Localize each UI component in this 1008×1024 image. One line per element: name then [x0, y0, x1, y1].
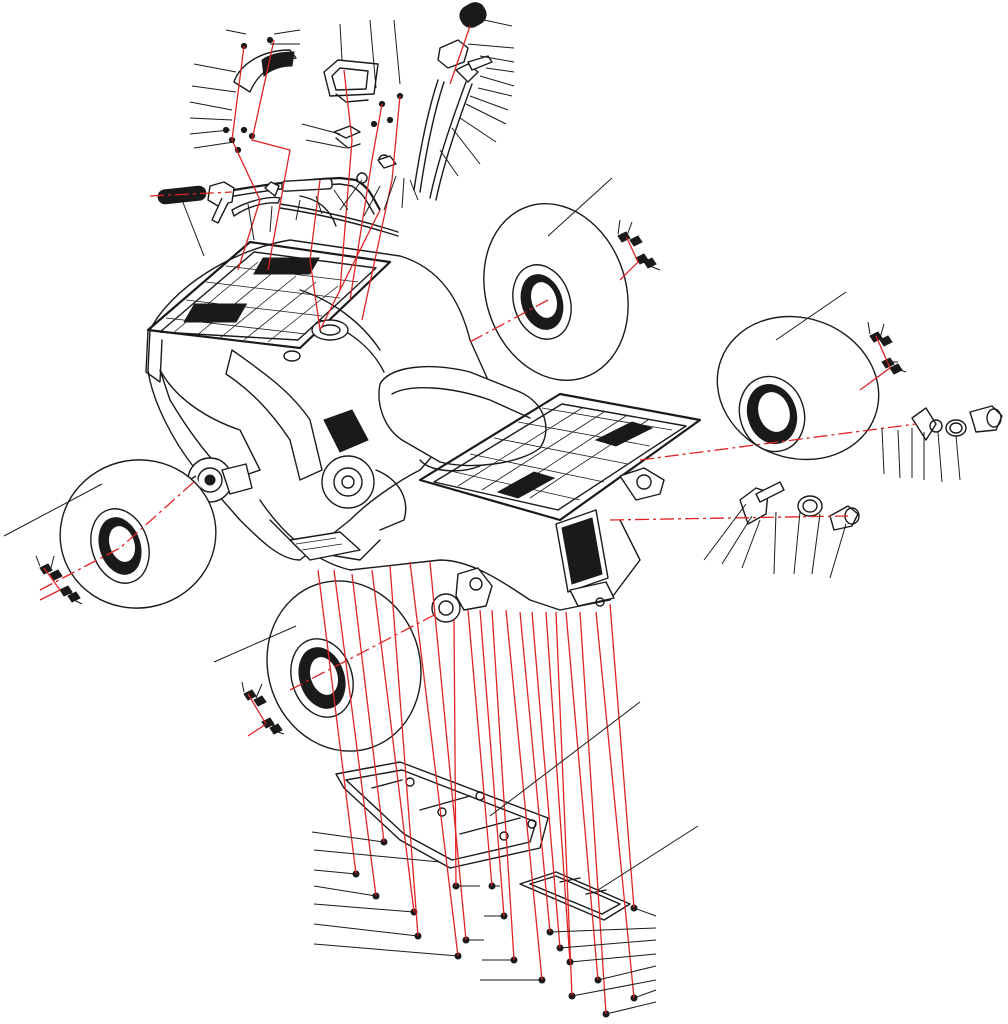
assembly-lines [39, 25, 917, 1015]
handlebar-cover [233, 49, 297, 93]
instrument-cluster [323, 59, 379, 103]
handlebar-assembly [157, 2, 493, 237]
atv-body [145, 239, 702, 623]
right-grip [459, 2, 487, 28]
tire-rear-right [716, 315, 880, 461]
left-switch-housing [207, 181, 235, 224]
rear-light-assembly-upper [911, 405, 1003, 441]
tire-rear-left [266, 580, 422, 752]
tire-front-right [483, 203, 629, 381]
skid-plate-rear [519, 871, 631, 921]
mounting-bolts [352, 838, 638, 1018]
front-rack [145, 240, 392, 383]
handlebar-hardware [222, 36, 404, 154]
rear-grille [555, 509, 615, 607]
engine-block [321, 455, 407, 531]
rear-hub [431, 467, 665, 623]
side-vent [323, 409, 369, 453]
brake-cables [279, 195, 399, 237]
throttle-cable [413, 79, 473, 201]
leader-lines [3, 19, 961, 1015]
rear-light-assembly-lower [739, 481, 860, 531]
rear-rack [418, 392, 702, 522]
skid-plate-main [335, 761, 549, 869]
handlebar-clamp [333, 125, 397, 184]
wheel-nuts [39, 231, 903, 735]
tire-front-left [59, 459, 217, 609]
left-brake-lever [231, 181, 281, 217]
right-switch-housing [437, 39, 493, 83]
